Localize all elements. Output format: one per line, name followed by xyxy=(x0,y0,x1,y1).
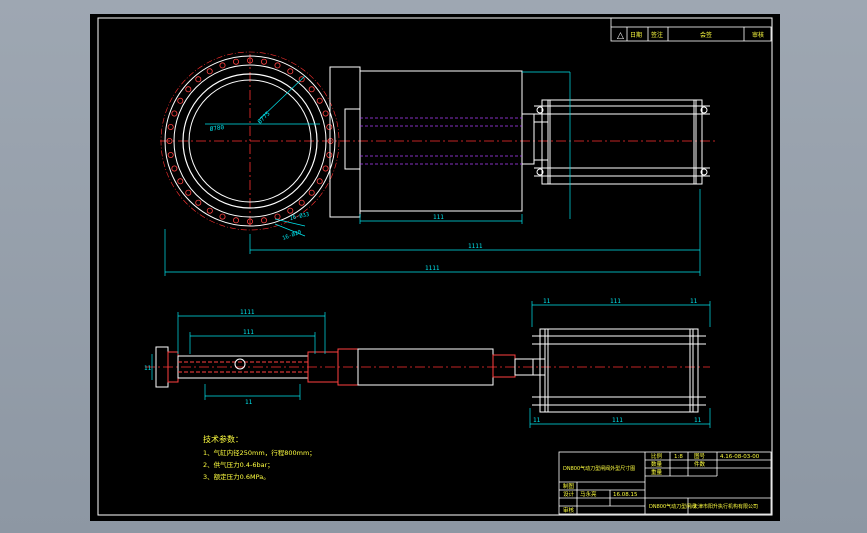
title-reviewer-label: 审核 xyxy=(563,506,575,514)
drawing-canvas: △ 日期 签注 会签 审核 xyxy=(97,17,773,516)
side-dim-top2: 111 xyxy=(243,329,254,336)
title-scale-label: 比例 xyxy=(651,452,663,460)
flange-bolt-hole xyxy=(308,86,315,93)
sheet-border xyxy=(97,17,773,516)
side-dim-left: 11 xyxy=(144,365,152,372)
title-scale-value: 1:8 xyxy=(674,454,683,460)
title-weight-label: 重量 xyxy=(651,468,663,476)
flange-bolt-hole xyxy=(287,68,294,75)
flange-bolt-hole xyxy=(308,189,315,196)
flange-bolt-hole xyxy=(219,62,226,69)
technical-notes: 技术参数： 1、气缸内径250mm，行程800mm； 2、供气压力0.4-6ba… xyxy=(203,434,316,481)
drawing-sheet: △ 日期 签注 会签 审核 xyxy=(90,14,780,521)
flange-bolt-hole xyxy=(316,97,323,104)
flange-bolt-hole xyxy=(316,178,323,185)
flange-bolt-hole xyxy=(171,165,178,172)
flange-bolt-hole xyxy=(326,124,333,131)
flange-bolt-hole xyxy=(206,68,213,75)
plan-dim-bolt-holes: 16-Ø33 xyxy=(289,211,310,222)
flange-bolt-hole xyxy=(232,217,239,224)
revision-header-countersign: 会签 xyxy=(700,31,712,39)
flange-bolt-hole xyxy=(326,151,333,158)
revision-header-sign: 签注 xyxy=(651,31,663,39)
title-product-name: DN800气动刀型闸阀外型尺寸图 xyxy=(563,465,635,472)
revision-table xyxy=(610,18,772,42)
flange-bolt-hole xyxy=(171,110,178,117)
flange-bolt-hole xyxy=(287,207,294,214)
flange-bolt-hole xyxy=(167,151,174,158)
side-dim-top3: 11 xyxy=(543,298,551,305)
revision-header-review: 审核 xyxy=(752,31,764,39)
plan-dim-mid: 1111 xyxy=(468,243,483,250)
flange-bolt-hole xyxy=(219,213,226,220)
title-block xyxy=(558,451,772,515)
title-part-name: DN800气动刀型闸阀 xyxy=(649,503,696,510)
side-dim-bottom2: 111 xyxy=(612,417,623,424)
plan-view: Ø780 Ø775 16-Ø33 16-Ø20 111 1111 1111 xyxy=(160,51,715,276)
flange-bolt-hole xyxy=(232,58,239,65)
title-pieces-label: 件数 xyxy=(694,460,706,468)
notes-line-2: 2、供气压力0.4-6bar； xyxy=(203,460,274,469)
flange-bolt-hole xyxy=(260,58,267,65)
title-drafter-label: 制图 xyxy=(563,482,575,490)
side-dim-side: 11 xyxy=(245,399,253,406)
plan-dim-short: 111 xyxy=(433,214,444,221)
flange-bolt-hole xyxy=(274,213,281,220)
notes-line-1: 1、气缸内径250mm，行程800mm； xyxy=(203,448,316,457)
notes-title: 技术参数： xyxy=(203,434,243,444)
flange-bolt-hole xyxy=(177,178,184,185)
side-dim-top5: 11 xyxy=(690,298,698,305)
title-qty-label: 数量 xyxy=(651,460,663,468)
title-drawing-no-label: 图号 xyxy=(694,452,706,460)
side-view: 1111 111 11 111 11 11 11 111 11 11 xyxy=(144,298,711,428)
plan-dim-right-diameter: Ø775 xyxy=(256,110,271,125)
plan-dim-left-diameter: Ø780 xyxy=(209,124,225,133)
flange-bolt-hole xyxy=(298,76,305,83)
flange-bolt-hole xyxy=(246,218,253,225)
flange-bolt-hole xyxy=(322,165,329,172)
side-dim-top4: 111 xyxy=(610,298,621,305)
flange-bolt-hole xyxy=(298,199,305,206)
title-drawing-no-value: 4.16-08-03-00 xyxy=(720,454,760,460)
flange-bolt-hole xyxy=(274,62,281,69)
flange-bolt-hole xyxy=(195,76,202,83)
flange-bolt-hole xyxy=(185,86,192,93)
title-date: 16.08.15 xyxy=(613,492,638,498)
side-dim-bottom1: 11 xyxy=(533,417,541,424)
flange-bolt-hole xyxy=(322,110,329,117)
side-dim-bottom3: 11 xyxy=(694,417,702,424)
notes-line-3: 3、额定压力0.6MPa。 xyxy=(203,472,270,481)
plan-dim-long: 1111 xyxy=(425,265,440,272)
flange-bolt-hole xyxy=(167,124,174,131)
title-drafter-name: 马永亮 xyxy=(580,490,597,498)
revision-symbol: △ xyxy=(617,31,624,41)
flange-bolt-hole xyxy=(195,199,202,206)
flange-bolt-hole xyxy=(185,189,192,196)
flange-bolt-hole xyxy=(260,217,267,224)
flange-bolt-hole xyxy=(206,207,213,214)
side-dim-top1: 1111 xyxy=(240,309,255,316)
flange-bolt-hole xyxy=(246,57,253,64)
title-designer-label: 设计 xyxy=(563,490,575,498)
title-company: 天津市阳升执行机构有限公司 xyxy=(693,503,758,510)
revision-header-date: 日期 xyxy=(630,31,642,39)
flange-bolt-hole xyxy=(177,97,184,104)
flange-bolt-hole xyxy=(166,138,173,145)
